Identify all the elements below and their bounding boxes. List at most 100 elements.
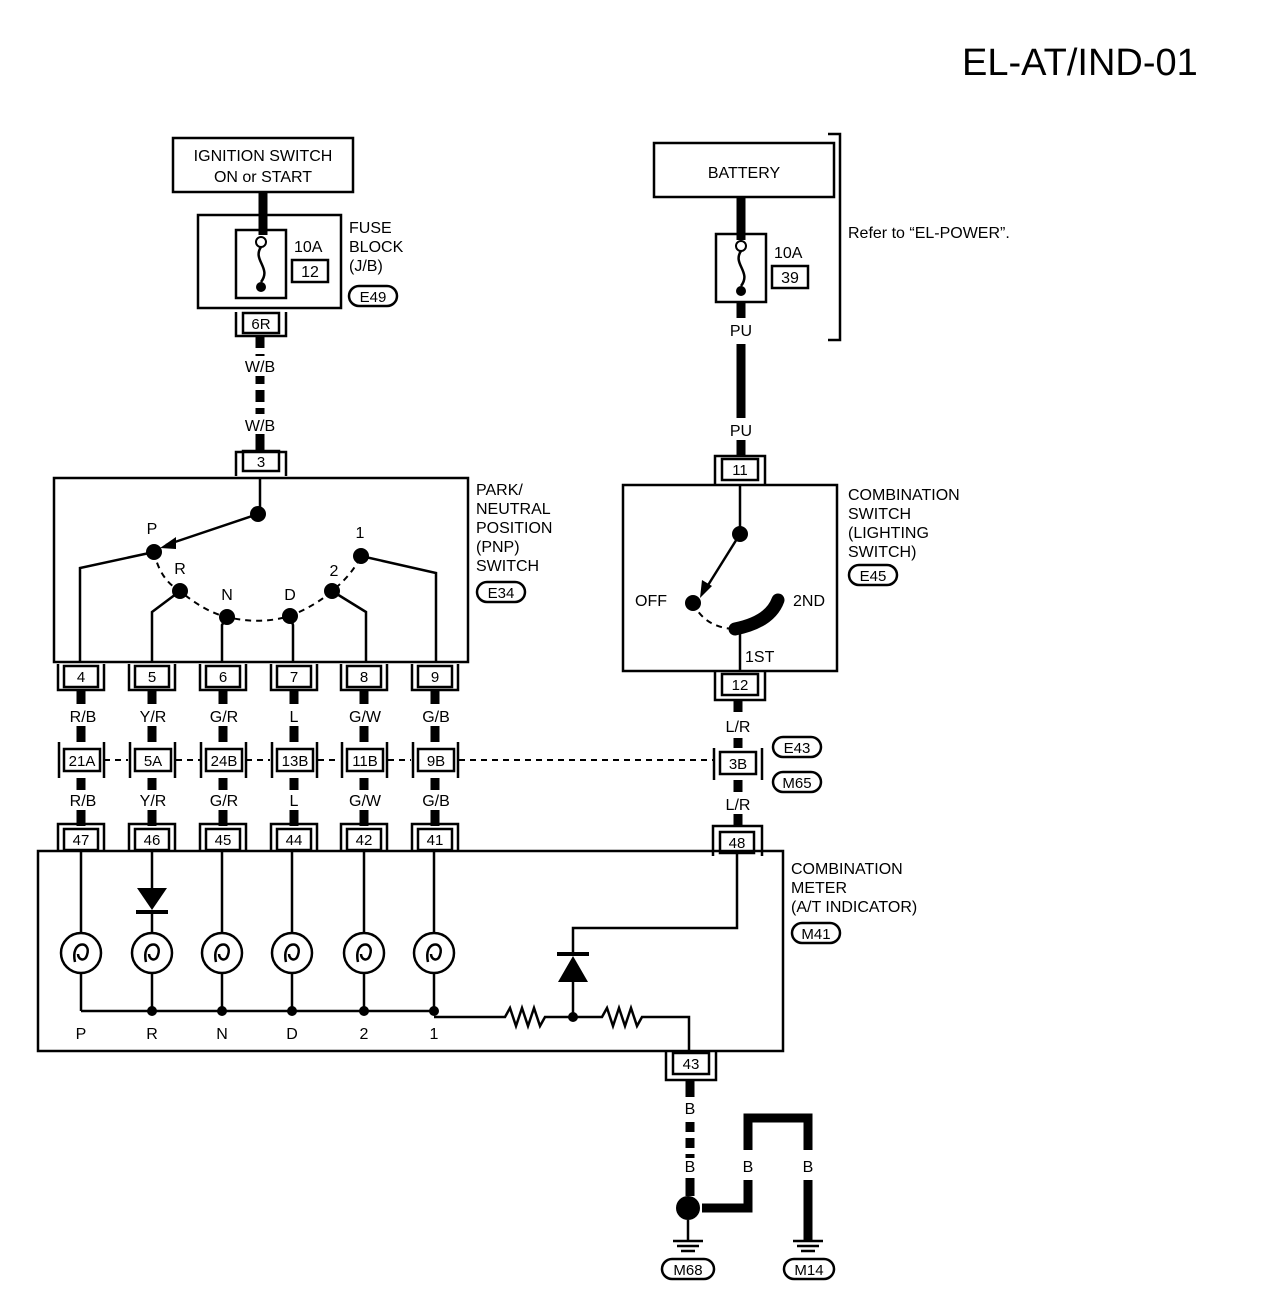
switch-line2: SWITCH <box>848 506 911 523</box>
pnp-line2: NEUTRAL <box>476 501 551 518</box>
diode-icon-meter <box>558 956 588 982</box>
wire-label-yr-lower: Y/R <box>140 793 167 810</box>
ignition-switch-line1: IGNITION SWITCH <box>194 148 333 165</box>
switch-output-terminal: 12 <box>732 677 749 694</box>
fuse-left-rating: 10A <box>294 239 323 256</box>
meter-line3: (A/T INDICATOR) <box>791 899 917 916</box>
switch-pos-2nd: 2ND <box>793 593 825 610</box>
meter-terminal-44: 44 <box>269 822 319 852</box>
harness-5a: 5A <box>128 742 177 778</box>
resistor-icon-1 <box>434 1004 573 1030</box>
harness-connector-row: 21A 5A 24B 13B 11B 9B <box>57 742 714 778</box>
connector-3: 3 <box>234 449 288 476</box>
wire-label-l-upper: L <box>290 709 299 726</box>
wire-label-gr-lower: G/R <box>210 793 238 810</box>
lamp-icon-1 <box>412 931 456 975</box>
wire-label-gb-lower: G/B <box>422 793 450 810</box>
meter-line2: METER <box>791 880 847 897</box>
harness-21a: 21A <box>57 742 106 778</box>
lamp-icon-p <box>59 931 103 975</box>
svg-text:13B: 13B <box>282 753 309 770</box>
switch-line4: SWITCH) <box>848 544 916 561</box>
pnp-terminal-8: 8 <box>339 664 389 692</box>
fuse-left-number: 12 <box>301 264 319 281</box>
wire-label-gw-lower: G/W <box>349 793 382 810</box>
meter-terminal-46: 46 <box>127 822 177 852</box>
pnp-line4: (PNP) <box>476 539 520 556</box>
pnp-terminal-5: 5 <box>127 664 177 692</box>
diagram-code: EL-AT/IND-01 <box>962 42 1198 84</box>
svg-text:45: 45 <box>215 832 232 849</box>
wire-label-b-4: B <box>803 1159 814 1176</box>
pnp-pos-1: 1 <box>356 525 365 542</box>
svg-text:8: 8 <box>360 669 368 686</box>
lamp-icon-d <box>270 931 314 975</box>
wire-label-rb-lower: R/B <box>70 793 97 810</box>
wire-pu-1: PU <box>730 323 752 340</box>
meter-line1: COMBINATION <box>791 861 903 878</box>
harness-3b: 3B <box>712 748 764 780</box>
lamp-icon-r <box>130 931 174 975</box>
svg-text:42: 42 <box>356 832 373 849</box>
illum-tag-m65: M65 <box>782 775 811 792</box>
lamp-label-d: D <box>286 1026 298 1043</box>
lamp-label-r: R <box>146 1026 158 1043</box>
pnp-line3: POSITION <box>476 520 552 537</box>
svg-text:24B: 24B <box>211 753 238 770</box>
illum-tag-e43: E43 <box>784 740 811 757</box>
wire-label-gb-upper: G/B <box>422 709 450 726</box>
resistor-icon-2 <box>573 1004 691 1051</box>
pnp-pos-2: 2 <box>330 563 339 580</box>
wire-label-yr-upper: Y/R <box>140 709 167 726</box>
combination-meter: P R N D 2 1 <box>36 849 785 1053</box>
wire-label-l-lower: L <box>290 793 299 810</box>
svg-text:11B: 11B <box>352 753 378 770</box>
switch-input-terminal: 11 <box>732 462 748 479</box>
svg-text:9: 9 <box>431 669 439 686</box>
pnp-terminal-row: 4 5 6 7 8 9 <box>56 664 460 692</box>
lamp-label-p: P <box>76 1026 87 1043</box>
pnp-terminal-6: 6 <box>198 664 248 692</box>
lamp-label-1: 1 <box>430 1026 439 1043</box>
ground-wiring: B B B B M68 M14 <box>660 1080 836 1281</box>
refer-bracket <box>828 132 842 342</box>
fuse-block-line2: BLOCK <box>349 239 404 256</box>
svg-text:21A: 21A <box>69 753 96 770</box>
switch-line1: COMBINATION <box>848 487 960 504</box>
meter-terminal-41: 41 <box>410 822 460 852</box>
wire-label-rb-upper: R/B <box>70 709 97 726</box>
lamp-icon-n <box>200 931 244 975</box>
svg-text:47: 47 <box>73 832 90 849</box>
fuse-right-number: 39 <box>781 270 799 287</box>
lamp-icon-2 <box>342 931 386 975</box>
wire-pu-2: PU <box>730 423 752 440</box>
connector-12: 12 <box>713 672 767 702</box>
battery: BATTERY <box>652 141 836 199</box>
wire-label-b-3: B <box>743 1159 754 1176</box>
ground-m14: M14 <box>794 1262 823 1279</box>
pnp-pos-r: R <box>174 561 186 578</box>
diode-icon <box>137 888 167 910</box>
pnp-connector: E34 <box>488 585 515 602</box>
meter-connector: M41 <box>801 926 830 943</box>
svg-text:44: 44 <box>286 832 303 849</box>
pnp-switch: P R N D 2 1 <box>52 476 470 664</box>
wire-wb-1: W/B <box>245 359 275 376</box>
fuse-block-line1: FUSE <box>349 220 392 237</box>
switch-pos-1st: 1ST <box>745 649 775 666</box>
connector-6r: 6R <box>234 311 288 338</box>
ignition-switch-line2: ON or START <box>214 169 312 186</box>
meter-terminal-42: 42 <box>339 822 389 852</box>
svg-text:46: 46 <box>144 832 161 849</box>
pnp-pos-n: N <box>221 587 233 604</box>
pnp-terminal-4: 4 <box>56 664 106 692</box>
illum-harness-connector: 3B <box>729 756 747 773</box>
svg-text:48: 48 <box>729 835 746 852</box>
lamp-label-n: N <box>216 1026 228 1043</box>
switch-connector: E45 <box>860 568 887 585</box>
wire-label-b-2: B <box>685 1159 696 1176</box>
harness-9b: 9B <box>411 742 460 778</box>
wire-wb-2: W/B <box>245 418 275 435</box>
switch-pos-off: OFF <box>635 593 667 610</box>
